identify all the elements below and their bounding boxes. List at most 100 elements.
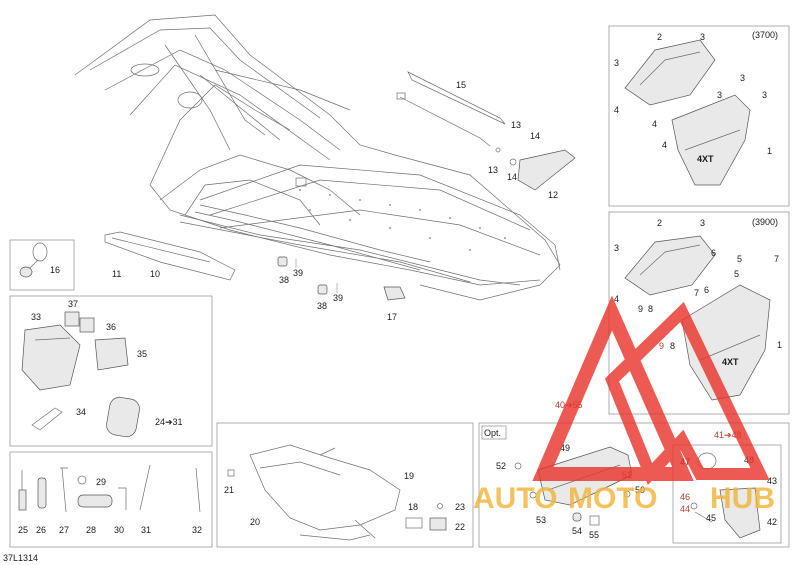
frame-assembly — [74, 14, 561, 301]
callout-13: 13 — [488, 165, 498, 175]
callout-21: 21 — [224, 485, 234, 495]
callout-12: 12 — [548, 190, 558, 200]
callout-24-31: 24➔31 — [155, 417, 183, 427]
callout-7: 7 — [774, 254, 779, 264]
callout-3: 3 — [700, 218, 705, 228]
variant-label-3700: (3700) — [752, 30, 778, 40]
callout-42: 42 — [767, 517, 777, 527]
callout-18: 18 — [408, 502, 418, 512]
callout-35: 35 — [137, 349, 147, 359]
callout-10: 10 — [150, 269, 160, 279]
callout-4: 4 — [662, 140, 667, 150]
callout-15: 15 — [456, 80, 466, 90]
detail-box-vehicle — [216, 422, 474, 548]
callout-55: 55 — [589, 530, 599, 540]
grommets — [277, 256, 338, 295]
callout-14: 14 — [530, 131, 540, 141]
callout-37: 37 — [68, 299, 78, 309]
opt-label: Opt. — [484, 428, 501, 438]
watermark-text-moto: MOTO — [568, 482, 657, 515]
callout-44: 44 — [680, 504, 690, 514]
callout-3: 3 — [614, 58, 619, 68]
callout-31: 31 — [141, 525, 151, 535]
watermark-triangle-icon — [532, 295, 694, 481]
variant-box-3700 — [608, 25, 790, 207]
callout-54: 54 — [572, 526, 582, 536]
tail-light-12 — [495, 147, 576, 191]
callout-16: 16 — [50, 265, 60, 275]
callout-4: 4 — [614, 294, 619, 304]
callout-4: 4 — [614, 105, 619, 115]
storage-bag-33 — [21, 311, 140, 438]
callout-7: 7 — [694, 288, 699, 298]
mirror-16 — [19, 242, 48, 278]
reference-code: 37L1314 — [3, 553, 38, 563]
callout-26: 26 — [36, 525, 46, 535]
callout-3: 3 — [717, 90, 722, 100]
callout-2: 2 — [657, 32, 662, 42]
callout-17: 17 — [387, 312, 397, 322]
callout-53: 53 — [536, 515, 546, 525]
callout-22: 22 — [455, 522, 465, 532]
callout-29: 29 — [96, 477, 106, 487]
callout-25: 25 — [18, 525, 28, 535]
block-17 — [383, 286, 406, 301]
callout-8: 8 — [670, 341, 675, 351]
callout-36: 36 — [106, 322, 116, 332]
callout-19: 19 — [404, 471, 414, 481]
callout-32: 32 — [192, 525, 202, 535]
callout-33: 33 — [31, 312, 41, 322]
detail-box-tool-kit — [9, 451, 213, 548]
callout-39: 39 — [333, 293, 343, 303]
callout-28: 28 — [86, 525, 96, 535]
callout-52: 52 — [496, 461, 506, 471]
callout-1: 1 — [767, 146, 772, 156]
callout-23: 23 — [455, 502, 465, 512]
watermark-logo: AUTO MOTO HUB — [473, 295, 775, 515]
callout-27: 27 — [59, 525, 69, 535]
callout-14: 14 — [507, 172, 517, 182]
callout-2: 2 — [657, 218, 662, 228]
callout-5: 5 — [734, 269, 739, 279]
callout-49: 49 — [560, 443, 570, 453]
callout-20: 20 — [250, 517, 260, 527]
callout-8: 8 — [648, 304, 653, 314]
callout-3: 3 — [700, 32, 705, 42]
callout-13: 13 — [511, 120, 521, 130]
watermark-text-hub: HUB — [710, 482, 775, 515]
callout-30: 30 — [114, 525, 124, 535]
variant-label-3900: (3900) — [752, 217, 778, 227]
callout-1: 1 — [777, 340, 782, 350]
snowmobile-outline — [227, 444, 447, 541]
callout-45: 45 — [706, 513, 716, 523]
callout-39: 39 — [293, 268, 303, 278]
watermark-text-auto: AUTO — [473, 482, 557, 515]
callout-43: 43 — [767, 476, 777, 486]
callout-11: 11 — [112, 269, 121, 279]
side-panel-10 — [104, 231, 236, 281]
detail-box-41-48 — [672, 444, 782, 544]
bumper-bar-15 — [396, 71, 506, 147]
callout-38: 38 — [279, 275, 289, 285]
callout-41-48: 41➔48 — [714, 430, 742, 440]
callout-9: 9 — [638, 304, 643, 314]
callout-6: 6 — [711, 248, 716, 258]
callout-6: 6 — [704, 285, 709, 295]
callout-3: 3 — [614, 243, 619, 253]
callout-46: 46 — [680, 492, 690, 502]
callout-3: 3 — [740, 73, 745, 83]
callout-50: 50 — [635, 485, 645, 495]
callout-38: 38 — [317, 301, 327, 311]
callout-9: 9 — [659, 341, 664, 351]
callout-5: 5 — [737, 254, 742, 264]
callout-3: 3 — [762, 90, 767, 100]
svg-text:4XT: 4XT — [722, 357, 739, 367]
opt-label-box — [481, 425, 507, 440]
callout-4: 4 — [652, 119, 657, 129]
detail-box-tools-bag — [9, 295, 213, 447]
callout-34: 34 — [76, 407, 86, 417]
hood-panel-3700: 4XT — [624, 39, 751, 186]
detail-box-16 — [9, 239, 75, 291]
tool-set — [18, 464, 201, 513]
